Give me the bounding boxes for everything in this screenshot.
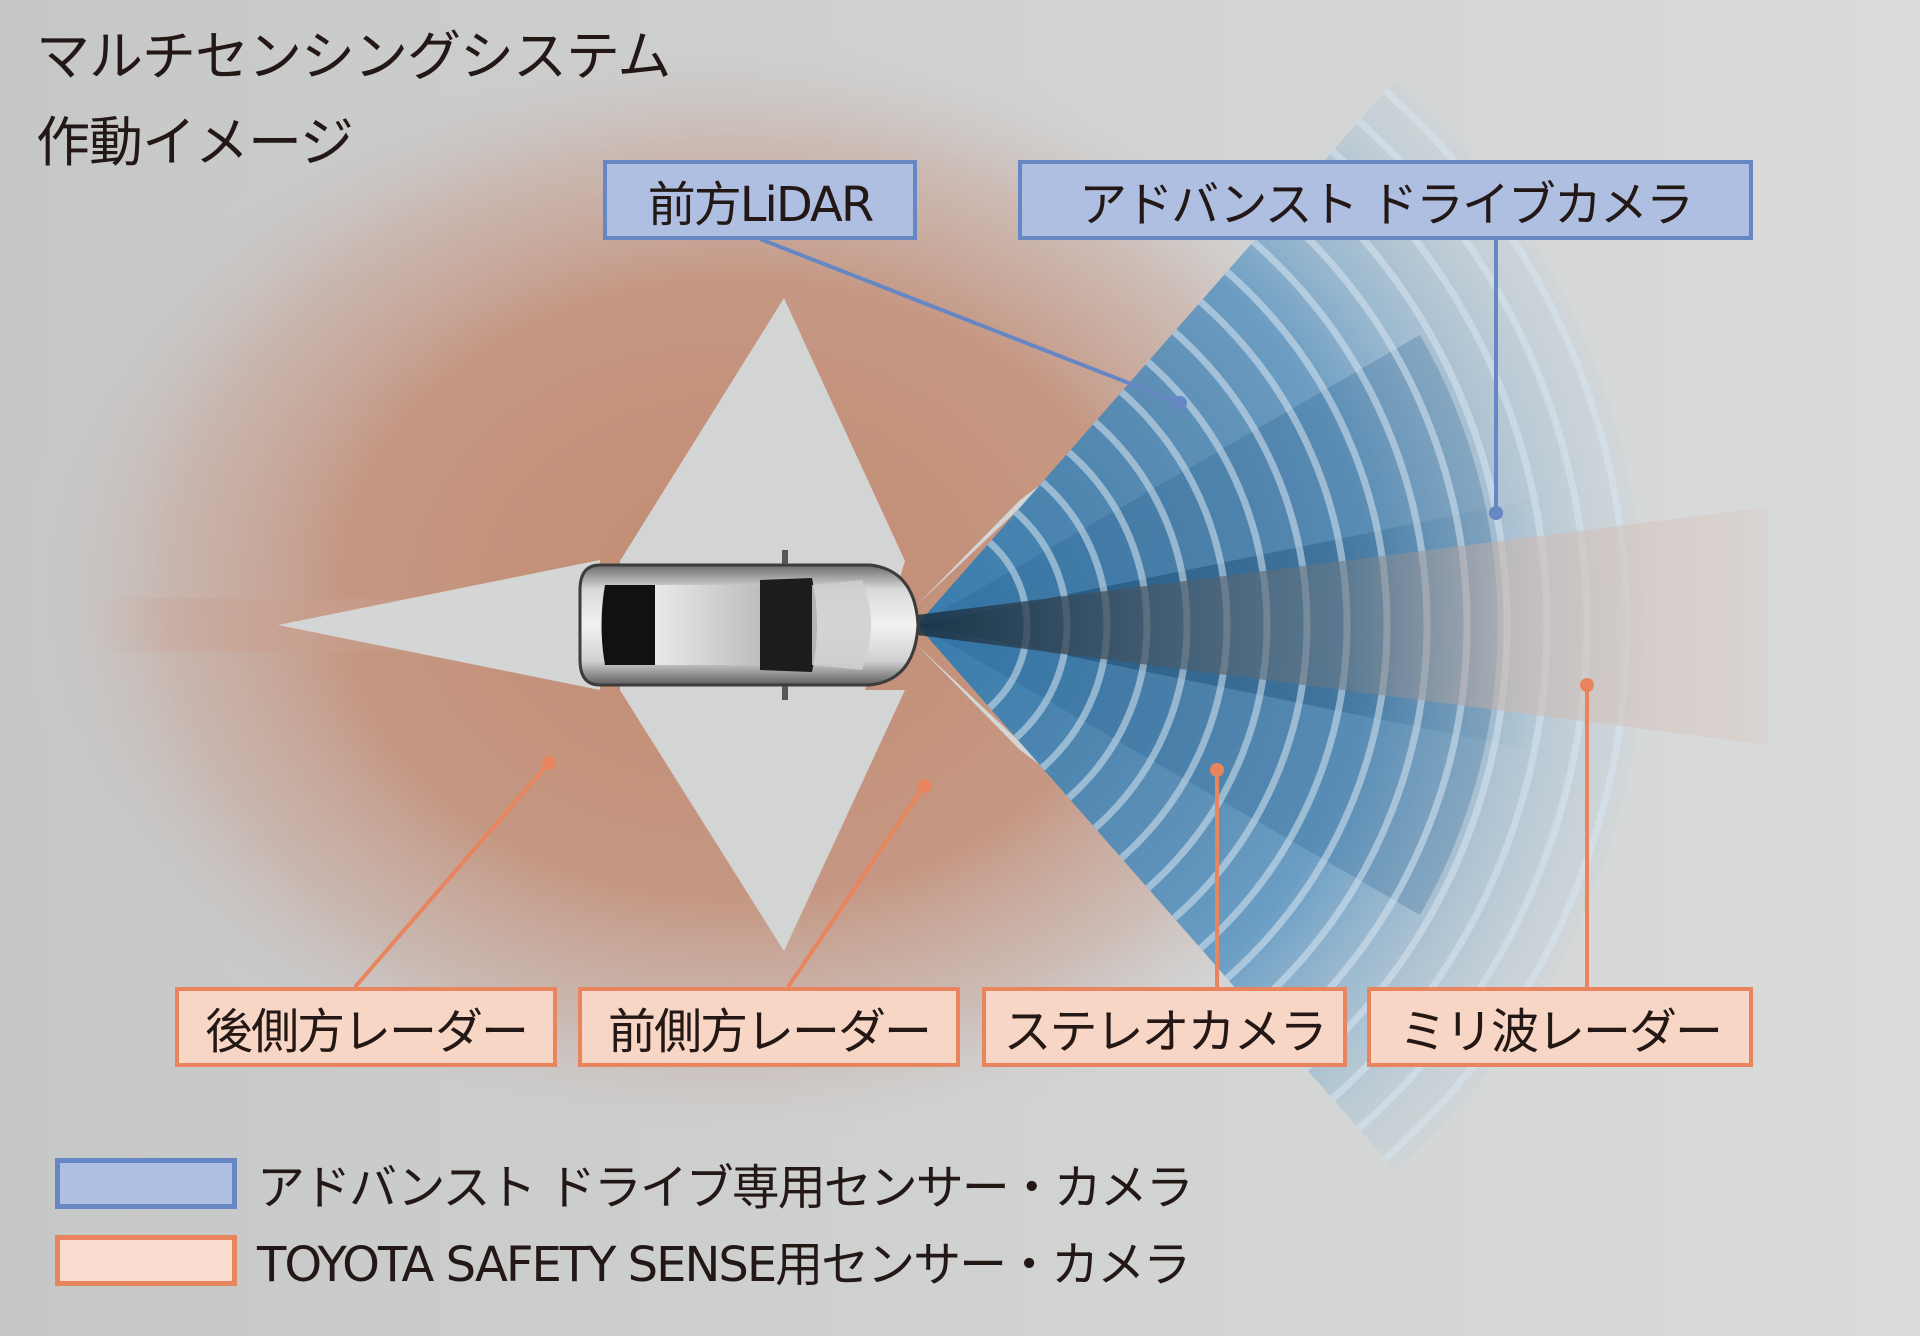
anchor-advanced-camera (1489, 506, 1503, 520)
diagram-subtitle: 作動イメージ (36, 111, 354, 174)
legend-swatch-blue (55, 1157, 237, 1209)
callout-front-lidar: 前方LiDAR (603, 160, 917, 240)
legend-label: アドバンスト ドライブ専用センサー・カメラ (257, 1160, 1194, 1216)
anchor-front-lidar (1173, 396, 1187, 410)
millimeter-wave-beam (917, 507, 1768, 745)
anchor-front-side-radar (917, 779, 931, 793)
diagram-title: マルチセンシングシステム (36, 25, 671, 88)
side-gap-diamond-lower (620, 690, 905, 951)
anchor-stereo-camera (1210, 763, 1224, 777)
callout-millimeter-wave-radar: ミリ波レーダー (1367, 987, 1753, 1067)
callout-label: 前方LiDAR (647, 177, 874, 233)
callout-label: ステレオカメラ (1003, 1004, 1327, 1060)
leader-front-side-radar (786, 784, 926, 989)
legend-item-advanced-drive: アドバンスト ドライブ専用センサー・カメラ (55, 1148, 1194, 1218)
leader-rear-side-radar (353, 761, 551, 989)
rear-gap-wedge (278, 560, 600, 690)
anchor-rear-side-radar (542, 756, 556, 770)
callout-advanced-drive-camera: アドバンスト ドライブカメラ (1018, 160, 1753, 240)
callout-label: 前側方レーダー (607, 1004, 932, 1060)
callout-label: ミリ波レーダー (1398, 1004, 1723, 1060)
car-top-view (578, 550, 920, 700)
callout-label: 後側方レーダー (204, 1004, 529, 1060)
legend-label: TOYOTA SAFETY SENSE用センサー・カメラ (257, 1237, 1191, 1293)
leader-lines (353, 237, 1594, 989)
anchor-millimeter-wave-radar (1580, 678, 1594, 692)
leader-front-lidar (759, 237, 1181, 405)
callout-front-side-radar: 前側方レーダー (578, 987, 960, 1067)
legend-item-toyota-safety-sense: TOYOTA SAFETY SENSE用センサー・カメラ (55, 1225, 1191, 1295)
callout-stereo-camera: ステレオカメラ (982, 987, 1347, 1067)
legend-swatch-orange (55, 1234, 237, 1286)
callout-rear-side-radar: 後側方レーダー (175, 987, 557, 1067)
callout-label: アドバンスト ドライブカメラ (1079, 177, 1694, 233)
